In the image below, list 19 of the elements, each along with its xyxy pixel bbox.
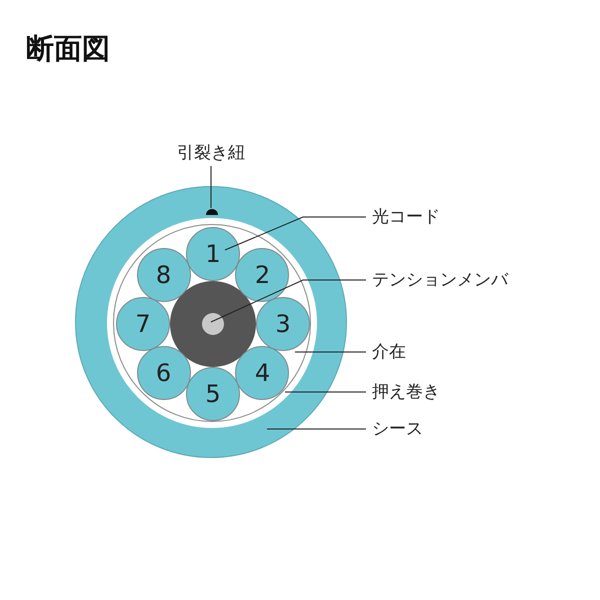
optical-fiber: 8 [136,248,190,302]
diagram-title: 断面図 [26,32,110,66]
optical-fiber: 6 [136,346,190,400]
leader-line [210,280,366,322]
part-label: シース [372,419,423,439]
leader-line [210,166,212,208]
part-label: 押え巻き [372,382,440,402]
optical-fiber: 1 [186,227,240,281]
optical-fiber: 4 [235,346,290,400]
part-label: 介在 [372,342,406,362]
leader-line [224,216,366,250]
optical-fiber: 3 [256,297,310,351]
optical-fiber: 2 [235,248,290,302]
optical-fiber: 7 [116,297,170,351]
part-label: 引裂き紐 [177,143,245,163]
optical-fiber: 5 [186,367,240,421]
part-label: テンションメンバ [372,270,508,290]
leader-line [266,428,366,430]
part-label: 光コード [372,207,440,227]
